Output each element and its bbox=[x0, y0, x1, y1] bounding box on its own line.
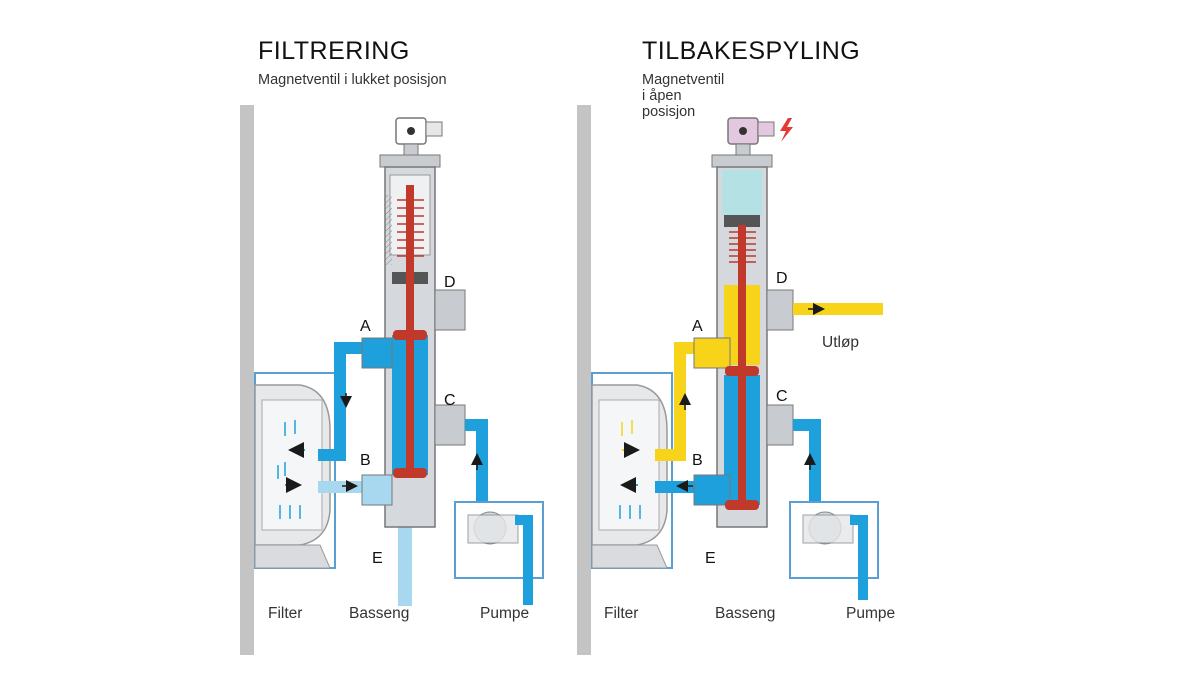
port-label-c: C bbox=[776, 388, 788, 405]
lower-seal bbox=[393, 468, 427, 478]
pipe-d-yellow bbox=[793, 303, 883, 315]
filtration-diagram bbox=[240, 105, 544, 655]
upper-seal-right bbox=[725, 366, 759, 376]
filter-base-right bbox=[591, 544, 668, 569]
lower-seal-right bbox=[725, 500, 759, 510]
port-label-e: E bbox=[705, 550, 716, 567]
port-label-d: D bbox=[444, 274, 456, 291]
port-c-body-right bbox=[766, 404, 794, 446]
pump-outlet-pipe bbox=[515, 515, 533, 605]
caption-basseng: Basseng bbox=[715, 605, 776, 622]
port-label-d: D bbox=[776, 270, 788, 287]
filtration-panel: FILTRERING Magnetventil i lukket posisjo… bbox=[258, 37, 530, 622]
port-b-body bbox=[361, 474, 393, 506]
valve-top-cap-right bbox=[711, 154, 773, 168]
solenoid-side-right bbox=[757, 121, 775, 137]
caption-filter: Filter bbox=[604, 605, 639, 622]
upper-seal bbox=[393, 330, 427, 340]
port-d-body-right bbox=[766, 289, 794, 331]
piston-block-right bbox=[724, 215, 760, 227]
filter-flow-arrows bbox=[277, 420, 301, 519]
filter-inner bbox=[261, 399, 323, 531]
air-chamber-right bbox=[722, 170, 762, 215]
port-d-body bbox=[434, 289, 466, 331]
pipe-c-blue-right bbox=[793, 419, 821, 520]
port-label-e: E bbox=[372, 550, 383, 567]
caption-basseng: Basseng bbox=[349, 605, 410, 622]
caption-pumpe: Pumpe bbox=[480, 605, 530, 622]
solenoid-dot-right bbox=[739, 127, 747, 135]
pipe-c-blue bbox=[465, 419, 488, 520]
pump-housing-right bbox=[802, 514, 854, 544]
panel-subtitle: Magnetventil i åpen posisjon bbox=[642, 72, 725, 120]
port-label-a: A bbox=[692, 318, 703, 335]
panel-subtitle: Magnetventil i lukket posisjon bbox=[258, 72, 447, 88]
port-label-a: A bbox=[360, 318, 371, 335]
lightning-icon bbox=[780, 118, 793, 142]
solenoid-neck bbox=[403, 143, 419, 156]
caption-utlop: Utløp bbox=[822, 334, 860, 351]
spring-hatch bbox=[384, 195, 392, 265]
port-label-c: C bbox=[444, 392, 456, 409]
port-label-b: B bbox=[692, 452, 703, 469]
filter-inner-right bbox=[598, 399, 660, 531]
pump-housing bbox=[467, 514, 519, 544]
pump-outlet-pipe-right bbox=[850, 515, 868, 600]
backwash-diagram bbox=[577, 105, 883, 655]
port-c-body bbox=[434, 404, 466, 446]
solenoid-side bbox=[425, 121, 443, 137]
solenoid-neck-right bbox=[735, 143, 751, 156]
caption-pumpe: Pumpe bbox=[846, 605, 896, 622]
port-b-body-right bbox=[693, 474, 731, 506]
panel-title: FILTRERING bbox=[258, 37, 410, 65]
panel-title: TILBAKESPYLING bbox=[642, 37, 861, 65]
backwash-panel: TILBAKESPYLING Magnetventil i åpen posis… bbox=[604, 37, 895, 622]
solenoid-dot bbox=[407, 127, 415, 135]
caption-filter: Filter bbox=[268, 605, 303, 622]
filter-flow-arrows-right bbox=[619, 420, 641, 519]
port-label-b: B bbox=[360, 452, 371, 469]
port-a-body-right bbox=[693, 337, 731, 369]
wall-strip-right bbox=[577, 105, 591, 655]
filter-base bbox=[254, 544, 331, 569]
port-a-body bbox=[361, 337, 393, 369]
wall-strip bbox=[240, 105, 254, 655]
